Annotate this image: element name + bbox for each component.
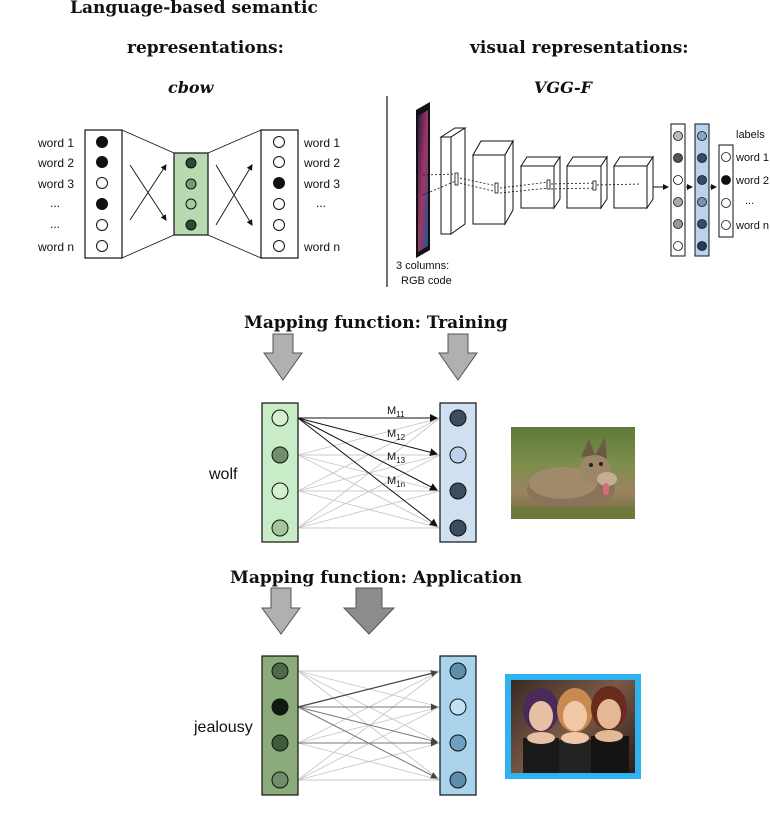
word-vector-node [271,734,289,752]
language-title-line1: Language-based semantic [70,0,318,18]
cbow-input-node [96,136,108,148]
vgg-network: labels word 1 word 2 ... word n 3 column… [396,102,769,287]
cbow-left-word: word 1 [37,136,74,150]
cbow-right-word: ... [316,196,326,210]
cbow-input-layer [84,129,123,259]
cbow-left-word: word 2 [37,156,74,170]
language-title-line2: representations: [127,38,284,58]
word-vector-node [271,409,289,427]
application-mapping: jealousy [193,655,477,796]
vgg-conv-block [520,165,555,209]
word-vector-node [271,662,289,680]
cbow-input-node [96,219,108,231]
down-arrow-icon [263,333,303,381]
cbow-right-word: word 1 [303,136,340,150]
down-arrow-icon [261,587,301,635]
word-vector-node [271,698,289,716]
application-title: Mapping function: Application [230,568,523,588]
cbow-output-node [273,219,285,231]
visual-vector-node [449,482,467,500]
weight-label: M12 [387,428,406,442]
cbow-output-node [273,177,285,189]
training-mapping: M11 M12 M13 M1n wolf [208,402,477,543]
cbow-left-word: ... [50,196,60,210]
word-vector-node [271,446,289,464]
input-caption-line1: 3 columns: [396,260,449,272]
cbow-right-word: word 3 [303,177,340,191]
visual-vector-node [449,771,467,789]
cbow-input-node [96,156,108,168]
cbow-title: cbow [168,78,214,97]
input-caption-line2: RGB code [401,275,452,287]
cbow-output-node [273,136,285,148]
cbow-left-word: word n [37,240,74,254]
cbow-hidden-node [185,178,197,190]
cbow-input-node [96,240,108,252]
cbow-output-layer [260,129,299,259]
word-vector-node [271,519,289,537]
word-vector-node [271,482,289,500]
vgg-conv-block [613,165,648,209]
visual-vector-node [449,734,467,752]
application-word: jealousy [193,719,253,736]
cbow-hidden-node [185,157,197,169]
cbow-output-node [273,156,285,168]
visual-vector-node [449,662,467,680]
cbow-hidden-node [185,219,197,231]
visual-vector-node [449,698,467,716]
people-figure [523,686,629,773]
wolf-figure [511,437,635,519]
vgg-fc-layer [670,123,686,257]
label-word: word 2 [735,175,769,187]
cbow-output-node [273,240,285,252]
cbow-left-word: ... [50,217,60,231]
weight-label: M1n [387,475,405,489]
label-word: word 1 [735,152,769,164]
label-word: ... [745,195,754,207]
visual-vector-node [449,519,467,537]
cbow-output-node [273,198,285,210]
training-title: Mapping function: Training [244,313,508,333]
cbow-right-word: word n [303,240,340,254]
vgg-label-layer [718,144,734,238]
visual-vector-node [449,446,467,464]
cbow-right-word: word 2 [303,156,340,170]
weight-label: M11 [387,405,405,419]
labels-title: labels [736,129,765,141]
down-arrow-icon [342,587,396,635]
cbow-network: word 1 word 2 word 3 ... ... word n word… [37,129,340,259]
vgg-title: VGG-F [534,78,593,97]
training-word: wolf [208,466,238,483]
visual-title: visual representations: [470,38,689,58]
cbow-input-node [96,177,108,189]
wolf-photo [511,427,635,519]
three-women-photo [505,674,641,779]
cbow-input-node [96,198,108,210]
word-vector-node [271,771,289,789]
cbow-left-word: word 3 [37,177,74,191]
cbow-hidden-node [185,198,197,210]
vgg-feature-layer [694,123,710,257]
vgg-conv-block [472,154,506,225]
label-word: word n [735,220,769,232]
down-arrow-icon [438,333,478,381]
weight-label: M13 [387,451,406,465]
visual-vector-node [449,409,467,427]
